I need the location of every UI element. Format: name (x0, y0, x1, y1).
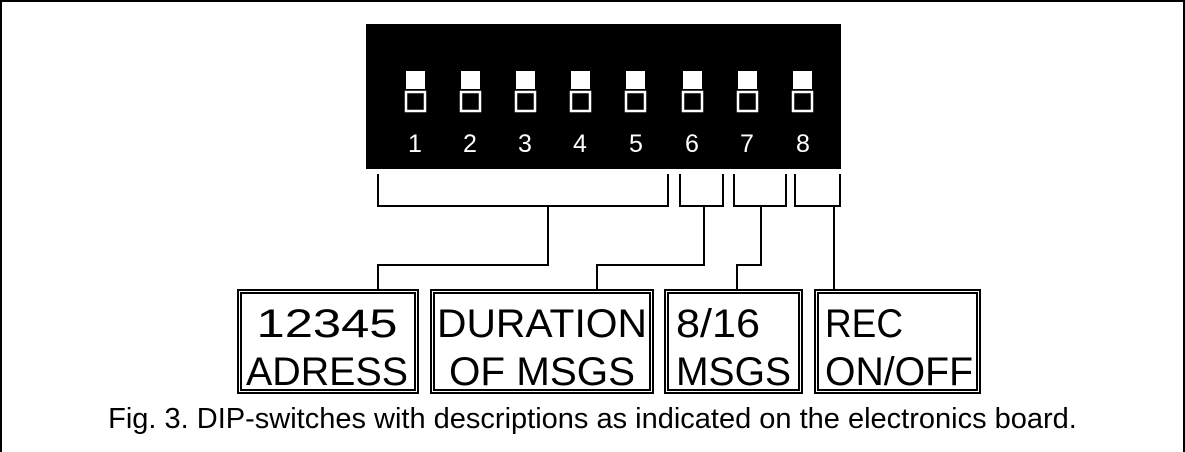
leader-messages (736, 206, 762, 290)
bracket-switches-1-5 (377, 174, 669, 207)
switch-2[interactable]: 2 (459, 71, 482, 158)
address-box (237, 289, 419, 394)
duration-line2: OF MSGS (449, 350, 635, 394)
switch-7[interactable]: 7 (736, 71, 759, 158)
switch-number: 4 (573, 130, 587, 158)
switch-1[interactable]: 1 (404, 71, 427, 158)
bracket-switch-6 (679, 174, 724, 207)
label-boxes (237, 289, 981, 394)
box-texts: 12345 ADRESS DURATION OF MSGS 8/16 MSGS … (246, 302, 973, 394)
bracket-switch-8 (794, 174, 841, 207)
switch-number: 5 (629, 130, 643, 158)
connector-lines (377, 174, 841, 290)
messages-line1: 8/16 (676, 302, 760, 346)
figure-caption: Fig. 3. DIP-switches with descriptions a… (108, 403, 1077, 435)
leader-address (377, 206, 549, 290)
switch-5[interactable]: 5 (624, 71, 647, 158)
switch-number: 7 (740, 130, 754, 158)
switch-number: 6 (685, 130, 699, 158)
bracket-switch-7 (733, 174, 787, 207)
record-line1: REC (825, 302, 903, 346)
switch-number: 2 (463, 130, 477, 158)
switch-8[interactable]: 8 (791, 71, 814, 158)
address-line1: 12345 (257, 302, 398, 346)
switch-6[interactable]: 6 (681, 71, 704, 158)
leader-duration (596, 206, 705, 290)
address-line2: ADRESS (246, 350, 408, 394)
switch-3[interactable]: 3 (514, 71, 537, 158)
messages-box (664, 289, 803, 394)
record-box (814, 289, 981, 394)
switch-number: 3 (518, 130, 532, 158)
switch-number: 1 (408, 130, 422, 158)
record-line2: ON/OFF (825, 350, 973, 394)
messages-line2: MSGS (676, 350, 791, 394)
duration-box (430, 289, 654, 394)
switch-4[interactable]: 4 (569, 71, 592, 158)
switch-number: 8 (796, 130, 810, 158)
switch-group: 1 2 3 4 5 6 7 (404, 71, 814, 158)
dip-switch-body (366, 24, 841, 169)
duration-line1: DURATION (437, 302, 647, 346)
